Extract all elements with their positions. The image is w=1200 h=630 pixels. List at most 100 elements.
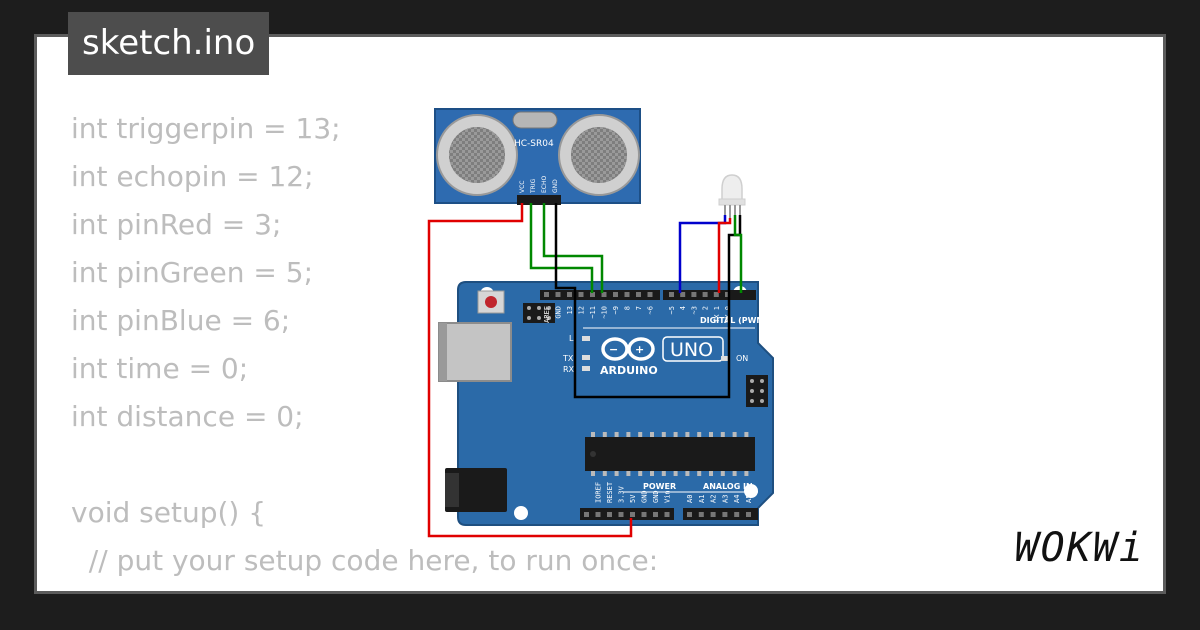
- usb-port: [438, 322, 512, 382]
- header-pin-icon[interactable]: [746, 512, 751, 517]
- mount-hole-icon: [744, 484, 758, 498]
- code-line[interactable]: int pinRed = 3;: [71, 208, 282, 241]
- top-pin-label: 13: [566, 306, 574, 314]
- top-pin-label: 7: [635, 306, 643, 310]
- header-pin-icon[interactable]: [578, 292, 584, 297]
- header-pin-icon[interactable]: [636, 292, 641, 297]
- icsp2-header: [746, 375, 768, 407]
- code-line[interactable]: // put your setup code here, to run once…: [71, 544, 659, 577]
- header-pin-icon[interactable]: [590, 292, 595, 297]
- code-line[interactable]: int echopin = 12;: [71, 160, 314, 193]
- header-pin-icon[interactable]: [601, 292, 607, 297]
- sensor-pin-header: [517, 195, 561, 205]
- led-rx-icon: [582, 366, 590, 371]
- wire-red-3[interactable]: [717, 218, 732, 293]
- header-pin-icon[interactable]: [630, 512, 635, 517]
- board-model: UNO: [670, 339, 713, 361]
- led-label-rx: RX: [563, 365, 575, 374]
- wire-green-5[interactable]: [733, 215, 743, 293]
- header-pin-icon[interactable]: [664, 512, 670, 517]
- top-pin-label: 8: [624, 306, 632, 310]
- header-pin-icon[interactable]: [702, 292, 708, 297]
- header-pin-icon[interactable]: [687, 512, 692, 517]
- code-line[interactable]: int triggerpin = 13;: [71, 112, 341, 145]
- mount-hole-icon: [514, 506, 528, 520]
- power-jack: [445, 468, 507, 512]
- header-pin-icon[interactable]: [713, 292, 719, 297]
- header-pin-icon[interactable]: [567, 292, 572, 297]
- code-line[interactable]: void setup() {: [71, 496, 267, 529]
- svg-text:−: −: [609, 343, 618, 356]
- header-pin-icon[interactable]: [698, 512, 704, 517]
- power-pin-label: Vin: [664, 490, 672, 503]
- code-line[interactable]: int pinBlue = 6;: [71, 304, 291, 337]
- atmega-chip: [585, 432, 755, 476]
- top-pin-label: ~3: [690, 306, 698, 314]
- power-pin-label: GND: [641, 490, 649, 503]
- power-pin-label: GND: [652, 490, 660, 503]
- code-line[interactable]: int time = 0;: [71, 352, 249, 385]
- code-line[interactable]: int pinGreen = 5;: [71, 256, 314, 289]
- analog-pin-label: A0: [686, 495, 694, 503]
- power-pin-label: 5V: [629, 494, 637, 503]
- top-pin-label: AREF: [543, 306, 551, 323]
- analog-pin-label: A2: [710, 495, 718, 503]
- wire-echo-12[interactable]: [542, 203, 604, 293]
- header-pin-icon[interactable]: [595, 512, 601, 517]
- code-line[interactable]: int distance = 0;: [71, 400, 304, 433]
- header-pin-icon[interactable]: [618, 512, 624, 517]
- led-tx-icon: [582, 355, 590, 360]
- top-pin-label: ~9: [612, 306, 620, 314]
- header-pin-icon[interactable]: [680, 292, 686, 297]
- analog-label: ANALOG IN: [703, 482, 753, 491]
- reset-button-cap-icon: [485, 296, 497, 308]
- top-pin-label: ~10: [601, 306, 609, 319]
- header-pin-icon[interactable]: [710, 512, 716, 517]
- wire-trig-13[interactable]: [529, 203, 594, 293]
- header-pin-icon[interactable]: [613, 292, 618, 297]
- wokwi-logo: WOKWi: [1014, 525, 1145, 571]
- header-pin-icon[interactable]: [647, 292, 653, 297]
- top-pin-label: 12: [578, 306, 586, 314]
- analog-pin-label: A3: [721, 495, 729, 503]
- wire-blue-6[interactable]: [678, 215, 727, 293]
- rgb-led[interactable]: [718, 174, 746, 218]
- board-brand: ARDUINO: [600, 364, 658, 377]
- header-pin-icon[interactable]: [544, 292, 549, 297]
- power-pin-label: 3.3V: [618, 485, 626, 503]
- header-pin-icon[interactable]: [722, 512, 728, 517]
- arduino-logo: − +: [601, 337, 655, 361]
- header-pin-icon[interactable]: [555, 292, 561, 297]
- header-pin-icon[interactable]: [624, 292, 630, 297]
- header-pin-icon[interactable]: [607, 512, 612, 517]
- power-label: POWER: [643, 482, 676, 491]
- header-pin-icon[interactable]: [653, 512, 658, 517]
- file-tab[interactable]: sketch.ino: [68, 12, 270, 75]
- sensor-pin-label: ECHO: [541, 176, 548, 193]
- led-label-l: L: [569, 334, 574, 343]
- wires: [427, 203, 743, 538]
- svg-text:+: +: [635, 343, 644, 356]
- header-pin-icon[interactable]: [669, 292, 674, 297]
- power-header: [580, 508, 674, 520]
- analog-pin-label: A4: [733, 495, 741, 503]
- wire-vcc-5v[interactable]: [427, 203, 633, 538]
- digital-header-right: [663, 290, 756, 300]
- header-pin-icon[interactable]: [734, 512, 740, 517]
- header-pin-icon[interactable]: [691, 292, 697, 297]
- header-pin-icon[interactable]: [641, 512, 647, 517]
- power-pin-label: RESET: [606, 481, 614, 503]
- header-pin-icon[interactable]: [584, 512, 589, 517]
- led-label-on: ON: [736, 354, 748, 363]
- top-pin-label: TX 1: [713, 306, 721, 323]
- top-pin-label: GND: [555, 306, 563, 319]
- analog-pin-label: A1: [698, 495, 706, 503]
- header-pin-icon[interactable]: [725, 292, 730, 297]
- top-pin-label: ~11: [589, 306, 597, 319]
- code-editor[interactable]: int triggerpin = 13; int echopin = 12; int…: [71, 105, 659, 591]
- sensor-pin-label: TRIG: [530, 178, 537, 194]
- digital-header-left: [540, 290, 660, 300]
